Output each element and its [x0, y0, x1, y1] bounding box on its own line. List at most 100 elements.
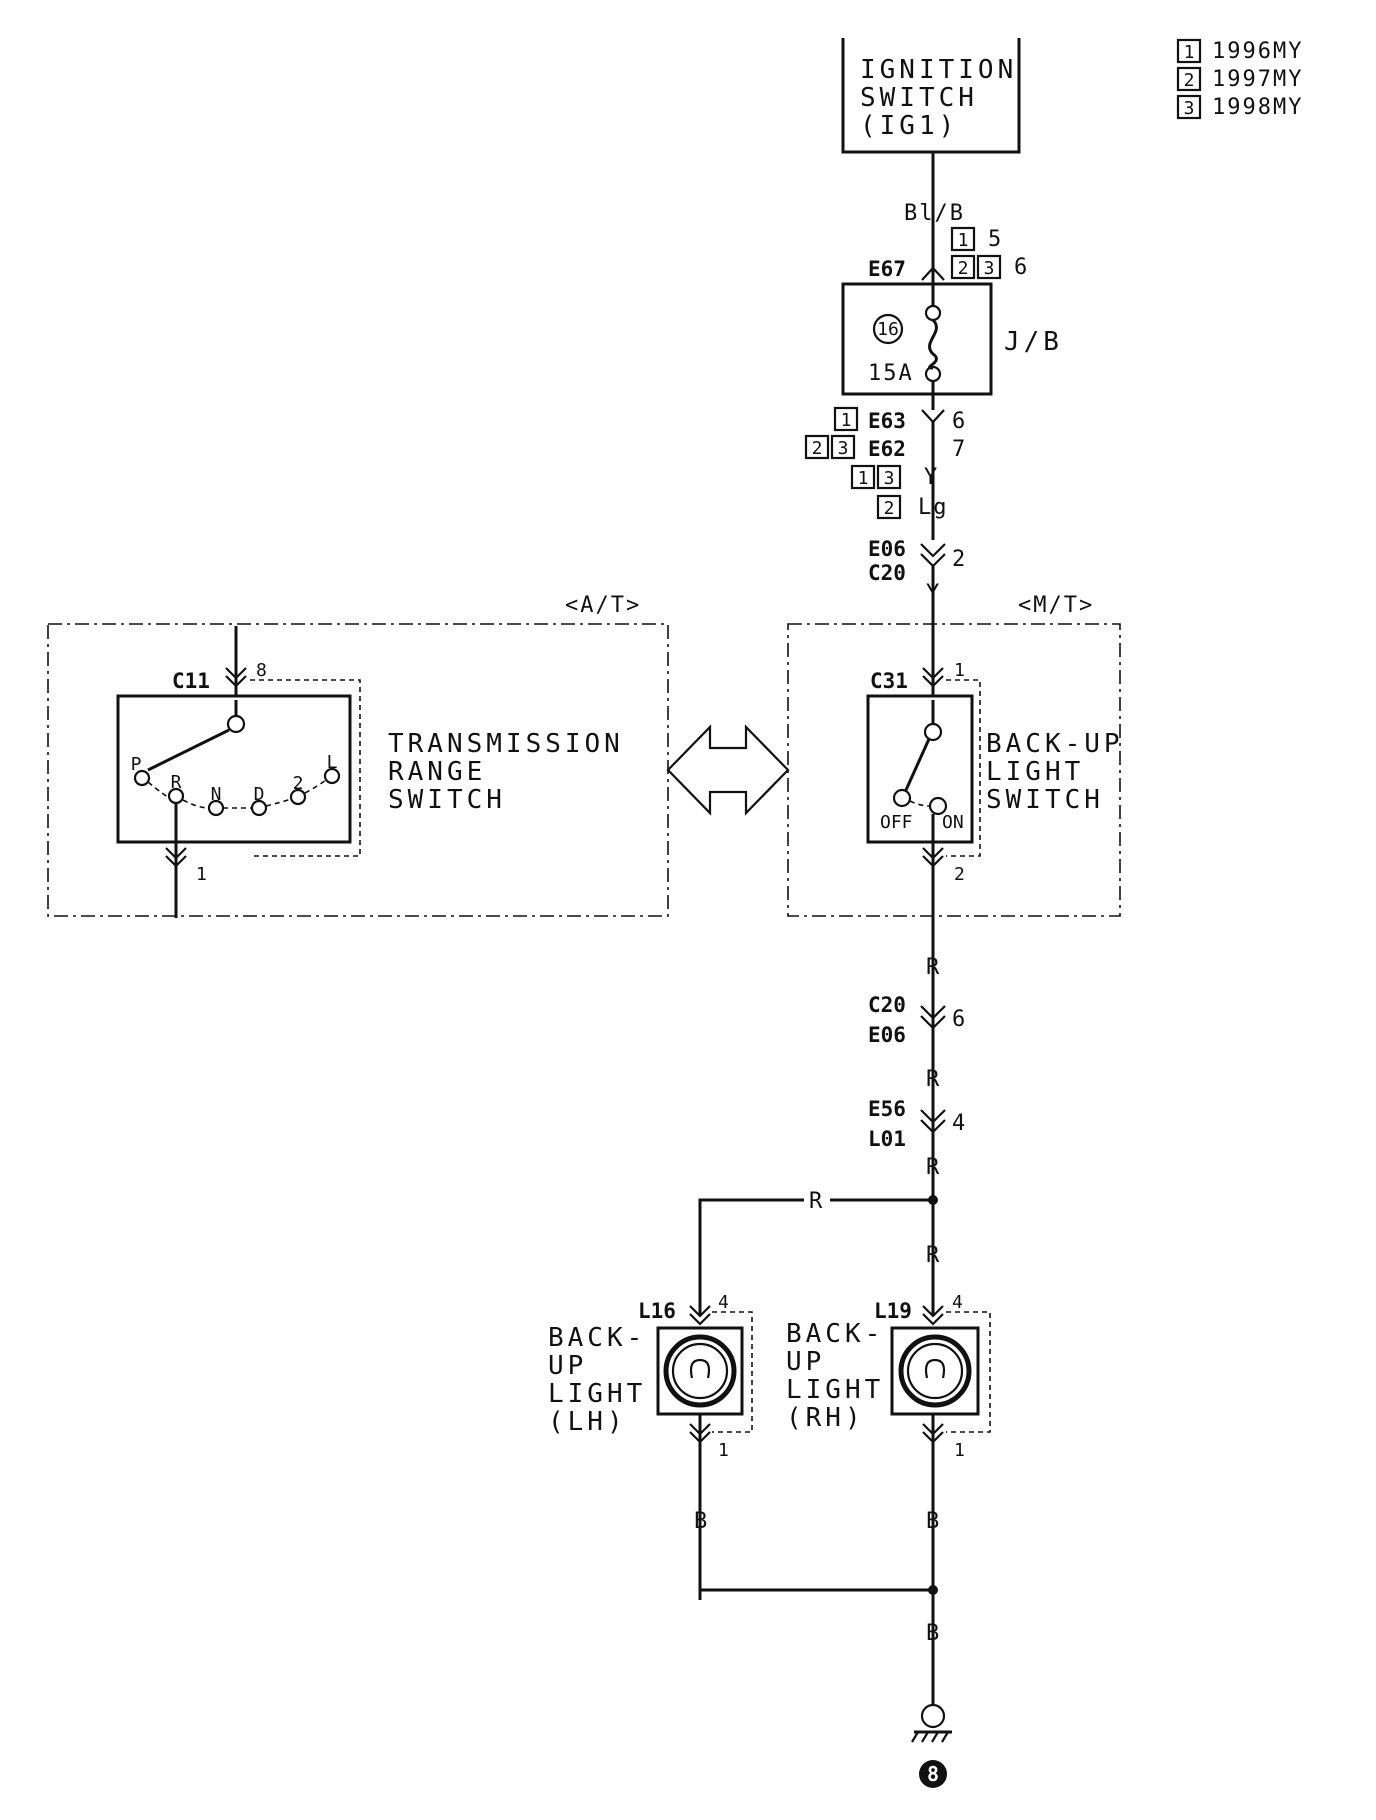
switch-off-terminal	[892, 788, 912, 808]
legend-num-1: 1	[1184, 42, 1195, 63]
mt-boundary	[787, 623, 1121, 917]
e62-tag-2: 2	[812, 438, 823, 459]
y-tag-3: 3	[884, 468, 895, 489]
ground-number-circle	[919, 1760, 947, 1788]
position-2	[289, 788, 307, 806]
connector-e63-e62: 1 E63 6 2 3 E62 7	[804, 406, 967, 462]
lamp-rh-label-1: BACK-	[786, 1319, 884, 1349]
ignition-line3: (IG1)	[860, 111, 958, 141]
legend-box-2	[1176, 66, 1202, 92]
connector-l01-label: L01	[868, 1127, 906, 1151]
junction-block-label: J/B	[1004, 327, 1063, 357]
connector-l19-label: L19	[874, 1299, 912, 1323]
connector-l16-label: L16	[638, 1299, 676, 1323]
position-n-label: N	[211, 784, 222, 805]
lamp-lh-label-3: LIGHT	[548, 1379, 646, 1409]
backup-switch-label-1: BACK-UP	[986, 729, 1124, 759]
at-section: <A/T> C11 8 P R N D 2 L 1 TRANSMISSION R…	[47, 593, 669, 918]
e67-tag-1: 1	[958, 230, 969, 251]
c11-pin-top: 8	[256, 660, 267, 681]
wire-label-r-3: R	[926, 1155, 941, 1180]
lamp-lh-label-4: (LH)	[548, 1407, 627, 1437]
fuse-number: 16	[877, 319, 899, 340]
backup-switch-label-2: LIGHT	[986, 757, 1084, 787]
l16-pin-top: 4	[718, 1292, 729, 1313]
ignition-switch: IGNITION SWITCH (IG1)	[841, 38, 1021, 154]
wire-label-y-2: Y	[926, 581, 941, 606]
backup-switch-label-3: SWITCH	[986, 785, 1104, 815]
wire-label-lg: Lg	[918, 495, 949, 520]
position-l-label: L	[327, 752, 338, 773]
transmission-label-1: TRANSMISSION	[388, 729, 624, 759]
legend-box-3	[1176, 94, 1202, 120]
connector-e67: E67 1 5 2 3 6	[868, 226, 1027, 281]
wire-label-r-branch: R	[809, 1189, 824, 1214]
connector-e06b-label: E06	[868, 1023, 906, 1047]
e67-tag-3: 3	[984, 258, 995, 279]
e62-tag-3: 3	[838, 438, 849, 459]
legend-num-3: 3	[1184, 98, 1195, 119]
position-p-label: P	[131, 754, 142, 775]
l16-pin-bottom: 1	[718, 1440, 729, 1461]
wire-variant-tags: 1 3 Y 2 Lg	[850, 464, 949, 520]
transmission-label-3: SWITCH	[388, 785, 506, 815]
legend-label-1: 1996MY	[1212, 39, 1303, 64]
wire-label-y-1: Y	[924, 465, 939, 490]
e62-pin: 7	[952, 437, 967, 462]
e63-pin: 6	[952, 409, 967, 434]
ground-point: 8	[911, 1703, 952, 1788]
ignition-line2: SWITCH	[860, 83, 978, 113]
connector-c20-label: C20	[868, 561, 906, 585]
fuse-rating: 15A	[868, 361, 914, 386]
c20-e06-pin: 6	[952, 1007, 967, 1032]
ignition-line1: IGNITION	[860, 55, 1017, 85]
e56-l01-pin: 4	[952, 1111, 967, 1136]
connector-c20b-label: C20	[868, 993, 906, 1017]
switch-on-label: ON	[942, 812, 964, 833]
selector-arm	[147, 728, 230, 772]
wire-label-bl-b: Bl/B	[904, 201, 965, 226]
e67-pin-1: 5	[988, 227, 1003, 252]
connector-e06-c20: E06 C20 2	[868, 537, 965, 585]
l19-pin-bottom: 1	[954, 1440, 965, 1461]
e67-tag-2: 2	[958, 258, 969, 279]
y-tag-1: 1	[858, 468, 869, 489]
connector-e63-label: E63	[868, 409, 906, 433]
c31-pin-top: 1	[954, 660, 965, 681]
ground-terminal	[920, 1703, 946, 1729]
transmission-range-switch	[116, 694, 352, 844]
wire-r-branch	[698, 1198, 933, 1316]
position-2-label: 2	[293, 773, 304, 794]
e63-tag-1: 1	[841, 410, 852, 431]
lamp-rh-label-3: LIGHT	[786, 1375, 884, 1405]
connector-e62-label: E62	[868, 437, 906, 461]
wire-label-b-main: B	[926, 1621, 941, 1646]
backup-light-rh: L19 4 1 BACK- UP LIGHT (RH)	[786, 1292, 991, 1650]
switch-off-label: OFF	[880, 812, 913, 833]
junction-block: 16 15A J/B	[841, 268, 1063, 410]
wire-label-r-4: R	[926, 1243, 941, 1268]
transmission-label-2: RANGE	[388, 757, 486, 787]
lamp-lh-label-1: BACK-	[548, 1323, 646, 1353]
lamp-rh-label-4: (RH)	[786, 1403, 865, 1433]
position-p	[133, 769, 151, 787]
selector-pivot	[226, 714, 246, 734]
legend-label-3: 1998MY	[1212, 95, 1303, 120]
position-r-label: R	[171, 772, 182, 793]
switch-pivot	[923, 722, 943, 742]
mt-label: <M/T>	[1018, 593, 1094, 618]
position-l	[323, 767, 341, 785]
connector-c20-e06: C20 E06 6	[868, 993, 967, 1047]
connector-e56-label: E56	[868, 1097, 906, 1121]
backup-light-switch	[866, 694, 974, 844]
lamp-rh-bulb-icon	[898, 1334, 972, 1408]
lamp-rh-label-2: UP	[786, 1347, 825, 1377]
legend-label-2: 1997MY	[1212, 67, 1303, 92]
lamp-lh-bulb-icon	[663, 1334, 737, 1408]
lg-tag-2: 2	[884, 498, 895, 519]
position-d-label: D	[254, 784, 265, 805]
wire-label-r-1: R	[926, 955, 941, 980]
connector-e67-label: E67	[868, 257, 906, 281]
wire-label-b-lh: B	[694, 1509, 709, 1534]
